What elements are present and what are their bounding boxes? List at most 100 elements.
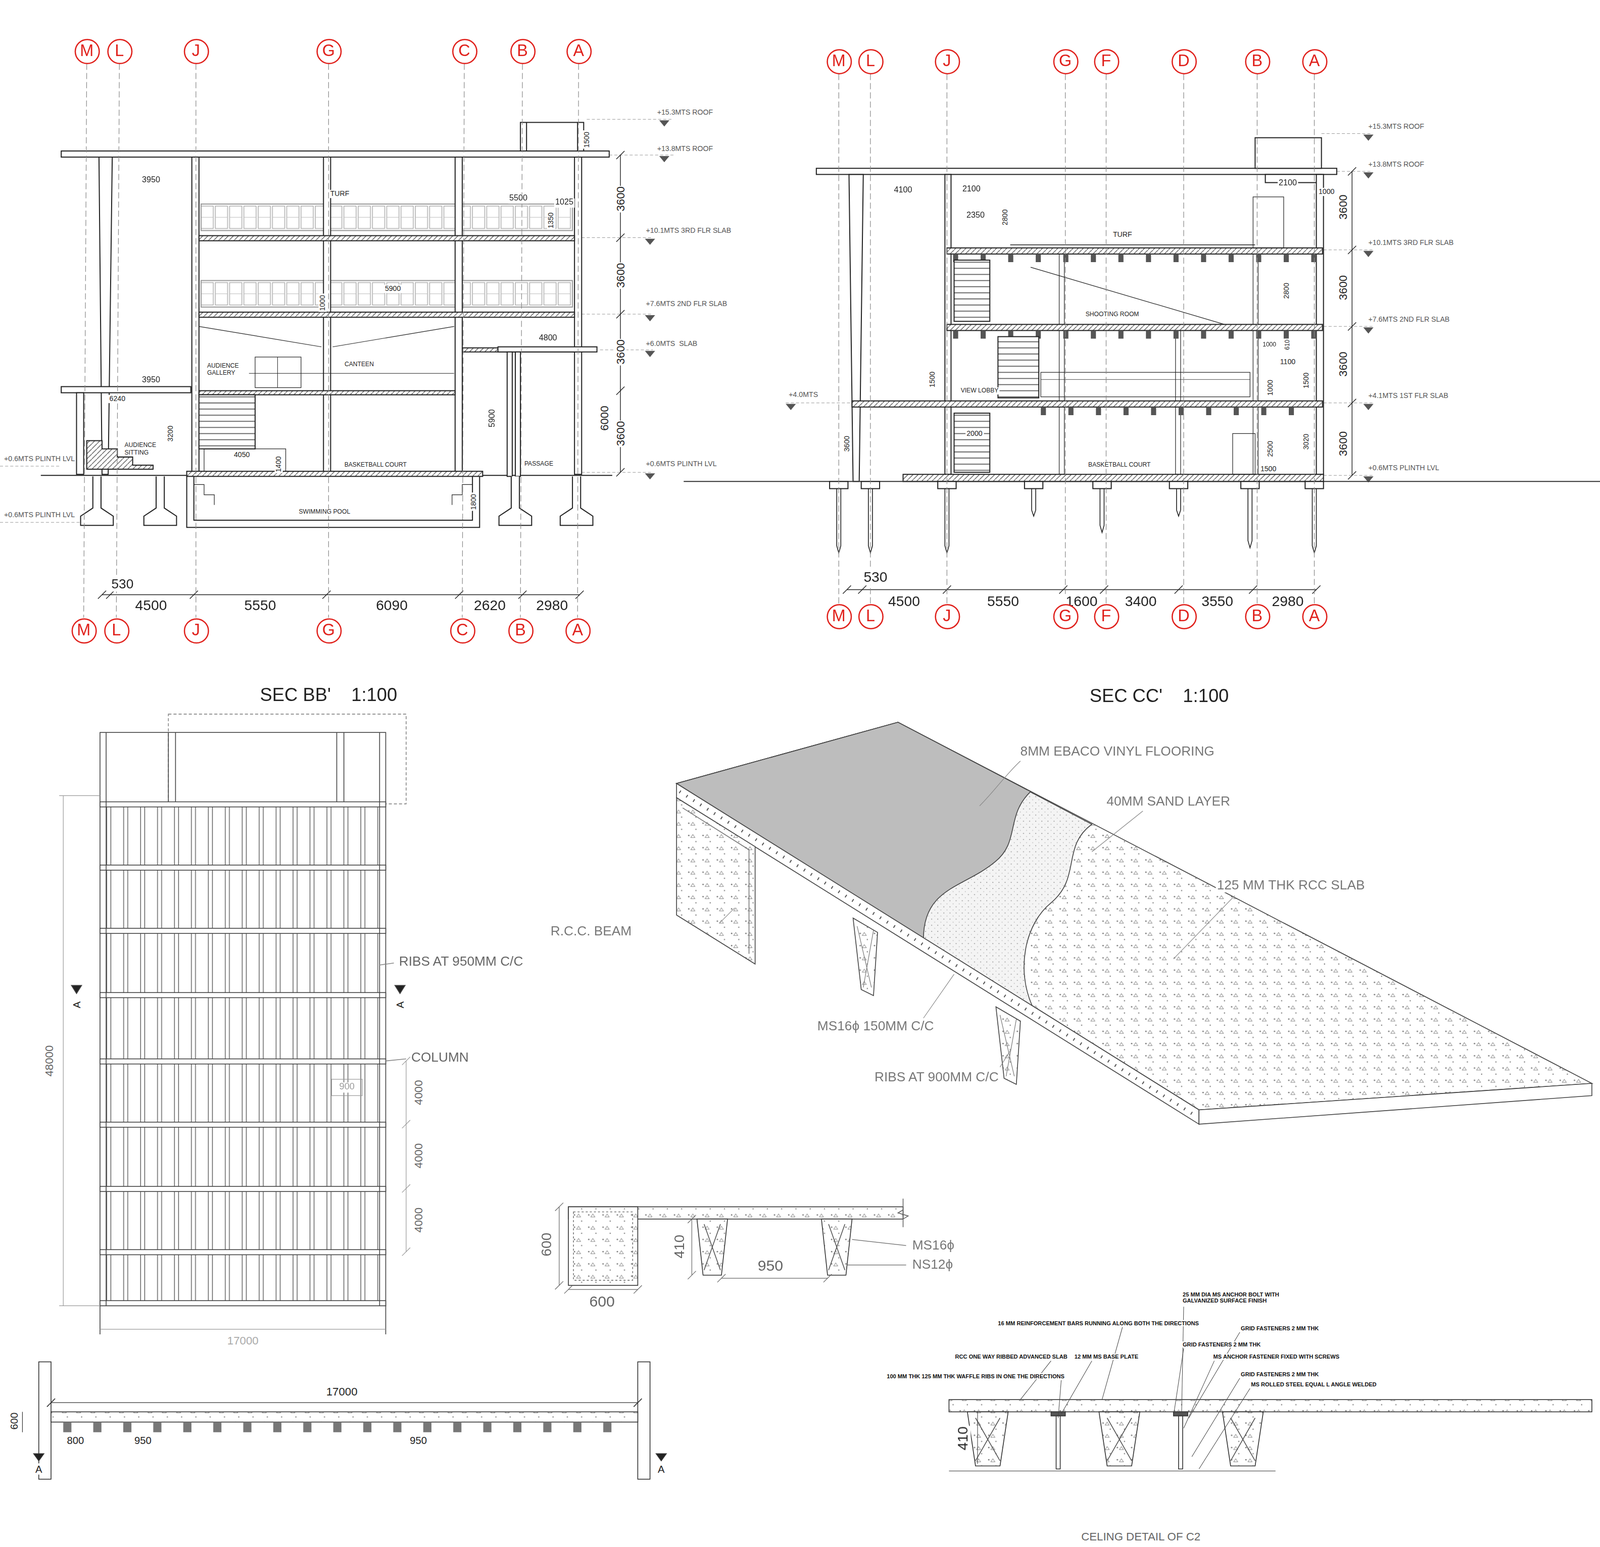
grid-line [1064,73,1066,604]
grid-bubble: A [1301,603,1327,629]
rib-detail-part [573,1212,633,1281]
grid-line [1314,73,1315,604]
slab-isometric-part [679,791,1196,1117]
slab-section-part [633,1398,642,1408]
section-bb-part-part [645,351,656,358]
annotation-label: 900 [338,1082,356,1093]
annotation-label: 125 MM THK RCC SLAB [1216,878,1367,894]
section-bb-part [499,476,532,526]
grid-bubble-circle [1094,49,1119,73]
section-cc-part-part [1247,488,1252,548]
slab-plan-part-part [100,865,386,871]
annotation-label: 2000 [965,429,984,439]
grid-bubble: J [183,38,209,64]
grid-letter: C [456,622,468,639]
section-cc-part [954,260,991,322]
section-cc-part-part [1099,585,1108,594]
annotation-label: 4100 [893,186,914,196]
annotation-label: GRID FASTENERS 2 MM THK [1239,1371,1320,1378]
section-cc-part [1030,267,1225,325]
annotation-label: 1500 [1259,465,1278,474]
slab-plan-part [379,963,394,966]
grid-bubble-circle [1053,604,1078,628]
section-cc-part-part [1363,404,1374,411]
section-cc-part-part [1169,481,1188,489]
section-cc-part-part [842,585,851,594]
section-bb-part [199,312,575,318]
section-bb-part-part [102,594,580,596]
dimension-text: 1350 [547,211,556,230]
section-cc-part [1010,244,1256,246]
ceiling-detail-part [948,1471,1276,1472]
annotation-label: +0.6MTS PLINTH LVL [1367,464,1441,473]
grid-bubble-circle [1302,604,1327,628]
section-bb-part-part [0,522,82,523]
annotation-label: 4500 [887,594,921,610]
dimension-text: 4000 [412,1079,425,1106]
dimension-text: 410 [671,1234,688,1260]
grid-bubble: D [1171,48,1197,74]
section-bb-part-part [581,237,653,238]
section-bb-part-part [645,473,656,480]
section-bb-part [255,357,302,389]
slab-isometric-part [857,926,874,988]
ceiling-detail-part [1230,1418,1255,1462]
grid-bubble: D [1171,603,1197,629]
section-bb-part-part [189,590,199,599]
grid-letter: A [572,42,585,60]
section-bb-part [191,157,200,475]
section-bb-part-part [616,468,625,477]
rib-detail-part-part [564,1285,573,1294]
section-bb-part-part [581,314,653,315]
dimension-text: 600 [8,1412,20,1432]
section-bb-part [201,204,573,231]
section-cc-part-part [1024,481,1043,489]
annotation-label: MS16ϕ 150MM C/C [816,1019,936,1034]
slab-plan-part [395,985,406,994]
grid-bubble-circle [1171,604,1196,628]
section-cc-part [903,474,1324,482]
slab-plan-part [71,985,82,994]
rib-detail-part [697,1219,729,1276]
grid-bubble: G [315,617,342,644]
section-cc-part-part [846,589,1317,591]
grid-bubble-circle [827,49,851,73]
grid-bubble: L [106,38,132,64]
slab-plan-part [100,732,386,1306]
section-cc-part-part [1323,402,1373,404]
section-bb-part [520,122,584,152]
grid-letter: D [1177,608,1190,625]
grid-letter: M [76,622,91,639]
grid-bubble: M [73,38,100,64]
ceiling-detail [948,1306,1592,1472]
section-cc [683,133,1600,595]
dimension-text: 3600 [614,262,627,289]
grid-bubble-circle [71,618,96,643]
section-cc-part-part [1031,488,1036,517]
section-bb-part-part [616,233,625,242]
section-cc-part [683,480,1600,482]
section-cc-part [785,134,1374,483]
grid-bubble: L [103,617,129,644]
annotation-label: 2100 [961,185,982,195]
dimension-text: 1500 [928,370,937,390]
slab-isometric-part [676,722,1092,1008]
annotation-label: 950 [756,1257,785,1275]
dimension-text: 1800 [469,493,478,512]
annotation-label: 3950 [140,176,162,186]
section-bb-part [560,476,594,526]
slab-plan-part-part [100,1186,386,1192]
annotation-label: 5550 [986,594,1021,610]
dimension-text: 6000 [598,404,611,432]
rib-detail-part-part [555,1281,564,1290]
annotation-label: 2980 [535,598,569,614]
grid-letter: A [1308,53,1321,70]
grid-line [520,63,523,618]
slab-isometric-part-part [999,1050,1010,1068]
section-cc-part [1252,197,1284,249]
grid-letter: L [114,42,124,60]
slab-plan-part [385,1305,387,1335]
annotation-label: CANTEEN [343,360,375,368]
annotation-label: GRID FASTENERS 2 MM THK [1239,1325,1320,1332]
